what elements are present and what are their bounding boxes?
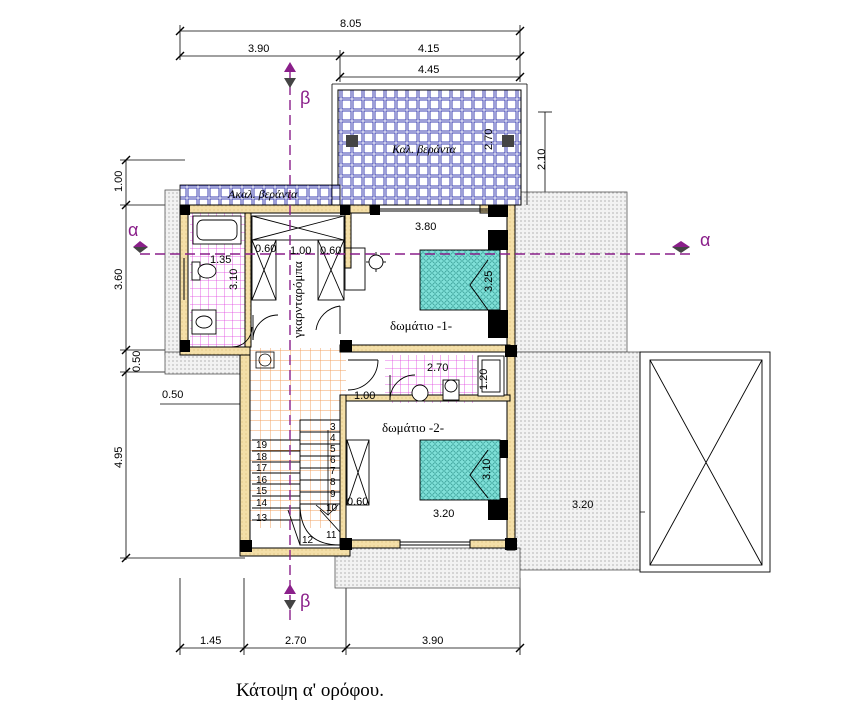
label-wardrobe: γκαρνταρόμπα bbox=[290, 261, 305, 339]
dim-bottom-b: 2.70 bbox=[285, 635, 306, 647]
dim-bottom-a: 1.45 bbox=[200, 635, 221, 647]
sink bbox=[191, 309, 217, 335]
label-bedroom1: δωμάτιο -1- bbox=[390, 318, 452, 333]
covered-veranda-floor bbox=[337, 89, 522, 206]
section-beta-bottom: β bbox=[300, 591, 310, 611]
room2-closet bbox=[346, 439, 370, 506]
column bbox=[346, 135, 358, 147]
stairs bbox=[252, 419, 341, 546]
label-covered-veranda: Καλ. βεράντα bbox=[391, 142, 457, 156]
windows bbox=[183, 208, 488, 546]
dim-room2-bed: 3.10 bbox=[481, 459, 493, 480]
step-number: 17 bbox=[256, 463, 268, 474]
lamp-symbol bbox=[366, 252, 386, 272]
dim-room2-width: 3.20 bbox=[433, 508, 454, 520]
step-number: 14 bbox=[256, 498, 268, 509]
toilet bbox=[191, 261, 217, 281]
bottom-terrace bbox=[334, 547, 521, 589]
plan-caption: Κάτοψη α' ορόφου. bbox=[236, 680, 384, 701]
step-number: 18 bbox=[256, 452, 268, 463]
label-bedroom2: δωμάτιο -2- bbox=[382, 420, 444, 435]
wc-fixtures bbox=[411, 355, 505, 402]
doors bbox=[231, 305, 416, 401]
step-number: 3 bbox=[330, 422, 336, 433]
dim-veranda-width: 4.45 bbox=[418, 64, 439, 76]
wall-ends bbox=[180, 205, 517, 552]
roof-outline bbox=[639, 351, 771, 573]
dim-top-total: 8.05 bbox=[340, 18, 361, 30]
label-open-veranda: Ακαλ. βεράντα bbox=[227, 187, 298, 201]
dim-closet-b: 1.00 bbox=[290, 245, 311, 257]
step-number: 12 bbox=[302, 535, 314, 546]
step-number: 15 bbox=[256, 486, 268, 497]
dim-room1-width: 3.80 bbox=[415, 221, 436, 233]
dim-left-veranda: 1.00 bbox=[113, 171, 125, 192]
dim-bath-height: 3.10 bbox=[228, 269, 240, 290]
step-number: 8 bbox=[330, 477, 336, 488]
section-markers bbox=[133, 62, 690, 610]
bathtub bbox=[192, 215, 242, 245]
hall-floor bbox=[250, 348, 346, 528]
section-alpha-left: α bbox=[128, 220, 138, 240]
right-terrace bbox=[514, 191, 628, 353]
dim-top-left: 3.90 bbox=[248, 43, 269, 55]
step-number: 6 bbox=[330, 455, 336, 466]
step-number: 9 bbox=[330, 489, 336, 500]
dim-bath2-width: 2.70 bbox=[427, 362, 448, 374]
dim-terrace-width: 3.20 bbox=[572, 499, 593, 511]
dim-bath2-height: 1.20 bbox=[478, 369, 490, 390]
dim-corridor: 1.00 bbox=[354, 390, 375, 402]
stair-numbers: 3 4 5 6 7 8 9 10 11 12 13 14 15 16 17 18… bbox=[256, 422, 338, 546]
step-number: 10 bbox=[326, 503, 338, 514]
bed-room2 bbox=[419, 439, 501, 501]
dim-bath-width: 1.35 bbox=[210, 254, 231, 266]
section-lines bbox=[140, 70, 690, 620]
bed-room1 bbox=[419, 249, 501, 311]
section-alpha-right: α bbox=[700, 230, 710, 250]
wardrobe-closets bbox=[251, 215, 366, 301]
dim-left-bottom: 4.95 bbox=[113, 447, 125, 468]
dim-closet-a: 0.60 bbox=[255, 243, 276, 255]
dim-veranda-depth: 2.70 bbox=[483, 129, 495, 150]
dim-room1-bed: 3.25 bbox=[483, 271, 495, 292]
step-number: 16 bbox=[256, 475, 268, 486]
dim-left-upper: 3.60 bbox=[113, 269, 125, 290]
step-number: 7 bbox=[330, 466, 336, 477]
dim-top-right: 4.15 bbox=[418, 43, 439, 55]
dim-left-offset: 0.50 bbox=[162, 389, 183, 401]
step-number: 4 bbox=[330, 433, 336, 444]
dim-left-small: 0.50 bbox=[131, 351, 143, 372]
step-number: 13 bbox=[256, 513, 268, 524]
dim-veranda-side: 2.10 bbox=[536, 149, 548, 170]
step-number: 5 bbox=[330, 444, 336, 455]
dim-room2-closet: 0.60 bbox=[347, 496, 368, 508]
section-beta-top: β bbox=[300, 88, 310, 108]
dimension-ticks bbox=[121, 26, 525, 653]
dim-bottom-c: 3.90 bbox=[422, 635, 443, 647]
step-number: 11 bbox=[326, 530, 337, 541]
column bbox=[502, 135, 514, 147]
step-number: 19 bbox=[256, 440, 268, 451]
right-terrace-lower bbox=[514, 351, 641, 571]
dim-closet-c: 0.60 bbox=[320, 245, 341, 257]
